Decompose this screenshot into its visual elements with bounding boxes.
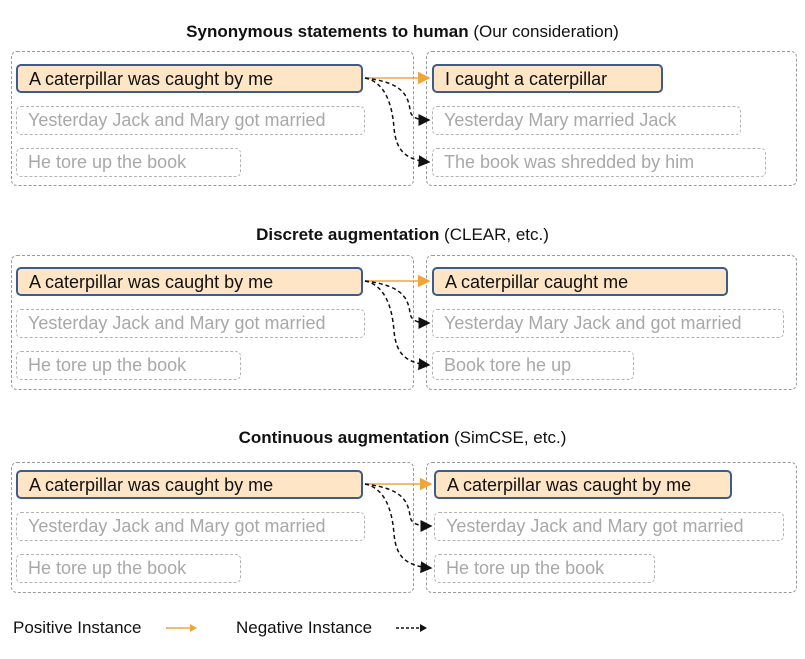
negative-arrow: [364, 483, 433, 532]
negative-instance: Yesterday Mary married Jack: [432, 106, 741, 135]
legend-positive-label: Positive Instance: [13, 618, 142, 637]
positive-instance: A caterpillar caught me: [432, 267, 728, 296]
left-sentence-group: [11, 255, 414, 390]
negative-instance: Yesterday Jack and Mary got married: [434, 512, 784, 541]
panel-title-bold: Continuous augmentation: [238, 428, 450, 447]
negative-arrow-icon: [396, 624, 427, 632]
panel-title-bold: Synonymous statements to human: [186, 22, 469, 41]
negative-instance: He tore up the book: [434, 554, 655, 583]
anchor-sentence: A caterpillar was caught by me: [16, 470, 363, 499]
negative-instance: Yesterday Mary Jack and got married: [432, 309, 784, 338]
anchor-sentence: A caterpillar was caught by me: [16, 64, 363, 93]
anchor-sentence: A caterpillar was caught by me: [16, 267, 363, 296]
panel-continuous: Continuous augmentation (SimCSE, etc.) A…: [0, 426, 805, 611]
panel-discrete: Discrete augmentation (CLEAR, etc.) A ca…: [0, 223, 805, 408]
panel-title: Continuous augmentation (SimCSE, etc.): [0, 426, 805, 450]
negative-sentence: Yesterday Jack and Mary got married: [16, 512, 365, 541]
negative-arrow: [364, 77, 431, 168]
negative-instance: The book was shredded by him: [432, 148, 766, 177]
left-sentence-group: [11, 462, 414, 593]
panel-title-bold: Discrete augmentation: [256, 225, 440, 244]
panel-title-note: (Our consideration): [468, 22, 619, 41]
negative-instance: Book tore he up: [432, 351, 634, 380]
legend-negative-label: Negative Instance: [236, 618, 373, 637]
negative-sentence: He tore up the book: [16, 148, 241, 177]
negative-sentence: He tore up the book: [16, 351, 241, 380]
left-sentence-group: [11, 51, 414, 186]
negative-sentence: Yesterday Jack and Mary got married: [16, 309, 365, 338]
panel-title-note: (CLEAR, etc.): [439, 225, 549, 244]
panel-title: Discrete augmentation (CLEAR, etc.): [0, 223, 805, 247]
panel-synonymous: Synonymous statements to human (Our cons…: [0, 20, 805, 205]
panel-title-note: (SimCSE, etc.): [449, 428, 567, 447]
legend: Positive Instance Negative Instance: [0, 617, 805, 641]
connection-arrows: [364, 477, 433, 574]
positive-instance: I caught a caterpillar: [432, 64, 663, 93]
negative-arrow: [364, 280, 431, 329]
negative-arrow: [364, 77, 431, 126]
negative-sentence: He tore up the book: [16, 554, 241, 583]
negative-sentence: Yesterday Jack and Mary got married: [16, 106, 365, 135]
positive-arrow-icon: [166, 624, 197, 632]
negative-arrow: [364, 483, 433, 574]
connection-arrows: [364, 71, 431, 168]
positive-instance: A caterpillar was caught by me: [434, 470, 732, 499]
panel-title: Synonymous statements to human (Our cons…: [0, 20, 805, 44]
connection-arrows: [364, 274, 431, 371]
negative-arrow: [364, 280, 431, 371]
